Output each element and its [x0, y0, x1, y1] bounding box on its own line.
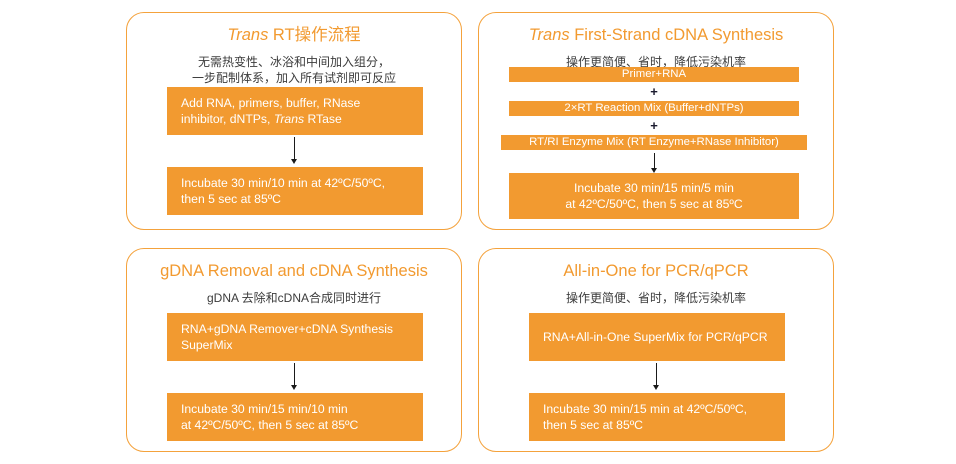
step-box-line-1: RNA+All-in-One SuperMix for PCR/qPCR: [543, 329, 768, 344]
panel-title-italic: Trans: [528, 26, 570, 44]
panel-title: All-in-One for PCR/qPCR: [479, 261, 833, 281]
arrow-connector: [651, 363, 662, 391]
arrow-head-icon: [651, 168, 657, 173]
panel-all-in-one-for-pcr-qpcr: All-in-One for PCR/qPCR 操作更简便、省时，降低污染机率 …: [478, 248, 834, 452]
step-box-line-2: then 5 sec at 85ºC: [543, 418, 643, 432]
step-box-line-2: then 5 sec at 85ºC: [181, 192, 281, 206]
panel-subtitle-line-1: 操作更简便、省时，降低污染机率: [565, 55, 746, 69]
panel-title: gDNA Removal and cDNA Synthesis: [127, 261, 461, 281]
step-box-supermix: RNA+All-in-One SuperMix for PCR/qPCR: [529, 313, 785, 361]
arrow-head-icon: [291, 159, 297, 164]
panel-subtitle-line-1: 操作更简便、省时，降低污染机率: [565, 291, 746, 305]
panel-trans-first-strand-cdna-synthesis: Trans First-Strand cDNA Synthesis 操作更简便、…: [478, 12, 834, 230]
step-box-line-1: Incubate 30 min/15 min/10 min: [181, 401, 348, 416]
arrow-connector: [289, 137, 300, 165]
panel-title: Trans RT操作流程: [127, 25, 461, 45]
step-box-line-2: at 42ºC/50ºC, then 5 sec at 85ºC: [181, 418, 359, 432]
arrow-shaft: [656, 363, 658, 386]
panel-subtitle: 无需热变性、冰浴和中间加入组分， 一步配制体系，加入所有试剂即可反应: [127, 54, 461, 86]
step-box-line-1: Incubate 30 min/10 min at 42ºC/50ºC,: [181, 175, 386, 190]
step-box-line-1: Incubate 30 min/15 min/5 min: [574, 180, 734, 195]
arrow-head-icon: [653, 385, 659, 390]
step-box-line-2: SuperMix: [181, 338, 233, 352]
panel-subtitle-line-2: 一步配制体系，加入所有试剂即可反应: [191, 71, 396, 85]
panel-title-italic: Trans: [227, 26, 269, 44]
arrow-connector: [289, 363, 300, 391]
step-box-incubate: Incubate 30 min/15 min/5 min at 42ºC/50º…: [509, 173, 799, 219]
panel-subtitle-line-1: gDNA 去除和cDNA合成同时进行: [206, 291, 382, 305]
reagent-bar-rt-ri-enzyme-mix: RT/RI Enzyme Mix (RT Enzyme+RNase Inhibi…: [501, 135, 807, 150]
step-box-incubate: Incubate 30 min/10 min at 42ºC/50ºC, the…: [167, 167, 423, 215]
plus-separator-2: +: [650, 118, 658, 133]
step-box-line-1: RNA+gDNA Remover+cDNA Synthesis: [181, 321, 394, 336]
panel-title-rest: All-in-One for PCR/qPCR: [563, 262, 749, 280]
arrow-head-icon: [291, 385, 297, 390]
step-box-line-1: Incubate 30 min/15 min at 42ºC/50ºC,: [543, 401, 748, 416]
panel-title-rest: First-Strand cDNA Synthesis: [569, 26, 784, 44]
panel-title: Trans First-Strand cDNA Synthesis: [479, 25, 833, 45]
arrow-shaft: [294, 137, 296, 160]
arrow-shaft: [654, 153, 656, 169]
step-box-line-2-pre: inhibitor, dNTPs,: [181, 112, 274, 126]
panel-title-rest: RT操作流程: [268, 26, 361, 44]
step-box-incubate: Incubate 30 min/15 min at 42ºC/50ºC, the…: [529, 393, 785, 441]
step-box-line-2-italic: Trans: [273, 112, 305, 126]
panel-subtitle-line-1: 无需热变性、冰浴和中间加入组分，: [197, 55, 390, 69]
panel-subtitle: gDNA 去除和cDNA合成同时进行: [127, 290, 461, 306]
panel-title-rest: gDNA Removal and cDNA Synthesis: [160, 262, 428, 280]
step-box-line-2: inhibitor, dNTPs, Trans RTase: [181, 111, 409, 128]
panel-gdna-removal-and-cdna-synthesis: gDNA Removal and cDNA Synthesis gDNA 去除和…: [126, 248, 462, 452]
plus-separator-1: +: [650, 84, 658, 99]
step-box-line-2-post: RTase: [304, 112, 342, 126]
step-box-add-reagents: Add RNA, primers, buffer, RNase inhibito…: [167, 87, 423, 135]
panel-subtitle: 操作更简便、省时，降低污染机率: [479, 290, 833, 306]
panel-subtitle: 操作更简便、省时，降低污染机率: [479, 54, 833, 70]
step-box-incubate: Incubate 30 min/15 min/10 min at 42ºC/50…: [167, 393, 423, 441]
reagent-bar-rt-reaction-mix: 2×RT Reaction Mix (Buffer+dNTPs): [509, 101, 799, 116]
step-box-supermix: RNA+gDNA Remover+cDNA Synthesis SuperMix: [167, 313, 423, 361]
step-box-line-1: Add RNA, primers, buffer, RNase: [181, 95, 361, 110]
arrow-connector: [649, 153, 660, 173]
reagent-bar-primer-rna: Primer+RNA: [509, 67, 799, 82]
arrow-shaft: [294, 363, 296, 386]
panel-trans-rt-workflow: Trans RT操作流程 无需热变性、冰浴和中间加入组分， 一步配制体系，加入所…: [126, 12, 462, 230]
step-box-line-2: at 42ºC/50ºC, then 5 sec at 85ºC: [565, 197, 743, 211]
